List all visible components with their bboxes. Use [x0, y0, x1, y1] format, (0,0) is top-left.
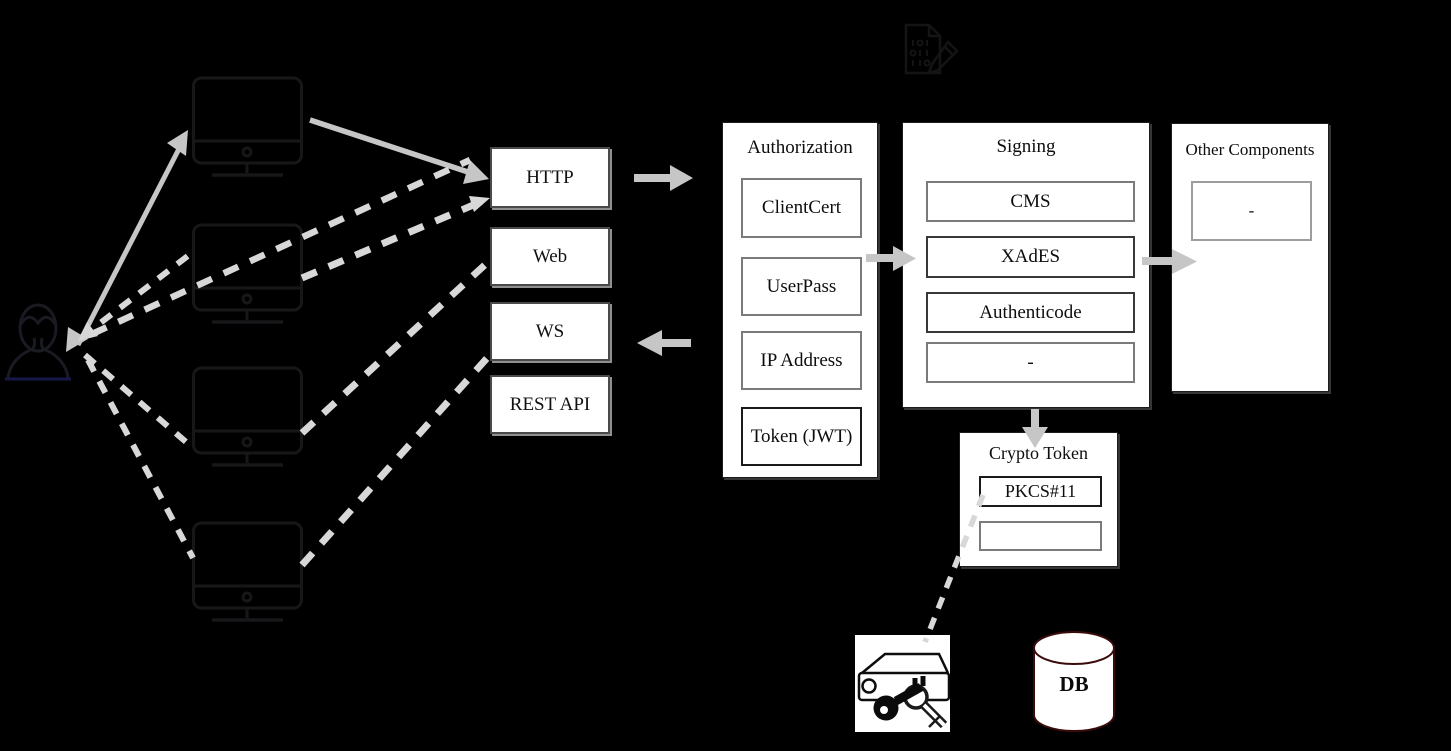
client-monitor-icon-2	[192, 223, 303, 324]
dashed-monitor3-to-web	[299, 259, 491, 436]
dashed-user-to-monitor4	[85, 358, 196, 560]
userpass-label: UserPass	[766, 275, 837, 297]
interface-box-http: HTTP	[490, 147, 610, 208]
authorization-item-ip-address: IP Address	[741, 331, 862, 390]
crypto-token-title: Crypto Token	[989, 443, 1088, 463]
xades-label: XAdES	[1000, 246, 1061, 267]
arrow-authorization-to-ws	[637, 330, 691, 356]
signing-placeholder-label: -	[1027, 351, 1034, 373]
client-monitor-icon-3	[192, 366, 303, 467]
authorization-item-clientcert: ClientCert	[741, 178, 862, 238]
cms-label: CMS	[1010, 190, 1051, 212]
signing-item-cms: CMS	[926, 181, 1135, 222]
interface-label-rest-api: REST API	[509, 393, 591, 415]
database-cylinder-icon: DB	[1028, 626, 1120, 736]
client-monitor-icon-4	[192, 521, 303, 622]
interface-label-web: Web	[532, 245, 568, 267]
arrow-user-to-monitor1	[66, 130, 188, 352]
interface-box-rest-api: REST API	[490, 375, 610, 434]
signing-title: Signing	[996, 136, 1056, 157]
authorization-item-userpass: UserPass	[741, 257, 862, 316]
arrow-http-to-authorization	[634, 165, 693, 191]
signing-item-xades: XAdES	[926, 236, 1135, 278]
arrow-monitor1-to-http	[309, 117, 489, 184]
crypto-token-panel: Crypto Token PKCS#11	[959, 432, 1118, 567]
dashed-user-to-monitor3	[83, 352, 195, 451]
interface-label-ws: WS	[535, 320, 565, 342]
signing-panel: Signing CMS XAdES Authenticode -	[902, 122, 1150, 408]
authorization-item-token-jwt: Token (JWT)	[741, 407, 862, 466]
signing-item-placeholder: -	[926, 342, 1135, 383]
pkcs11-label: PKCS#11	[1004, 481, 1077, 501]
clientcert-label: ClientCert	[761, 197, 842, 218]
dashed-arrowheads	[78, 196, 490, 341]
other-placeholder-label: -	[1248, 201, 1255, 220]
interface-box-web: Web	[490, 227, 610, 286]
interface-box-ws: WS	[490, 302, 610, 361]
hsm-keys-icon	[855, 635, 951, 732]
ip-address-label: IP Address	[760, 349, 843, 371]
dashed-user-to-http	[90, 157, 472, 337]
authorization-title: Authorization	[747, 137, 853, 158]
other-components-item-placeholder: -	[1191, 181, 1312, 241]
crypto-token-item-pkcs11: PKCS#11	[979, 476, 1102, 507]
token-jwt-label: Token (JWT)	[750, 425, 853, 447]
dashed-user-to-monitor2	[80, 249, 195, 340]
database-label: DB	[1059, 672, 1089, 696]
other-components-panel: Other Components -	[1171, 123, 1329, 392]
client-monitor-icon-1	[192, 76, 303, 177]
sign-document-icon	[904, 23, 959, 75]
crypto-token-item-empty	[979, 521, 1102, 551]
dashed-monitor4-to-ws	[299, 354, 491, 568]
signing-item-authenticode: Authenticode	[926, 292, 1135, 333]
other-components-title: Other Components	[1185, 140, 1315, 159]
user-icon	[5, 303, 71, 381]
interface-label-http: HTTP	[526, 166, 574, 188]
dashed-monitor2-to-http	[300, 199, 480, 282]
authorization-panel: Authorization ClientCert UserPass IP Add…	[722, 122, 878, 478]
authenticode-label: Authenticode	[979, 301, 1082, 323]
